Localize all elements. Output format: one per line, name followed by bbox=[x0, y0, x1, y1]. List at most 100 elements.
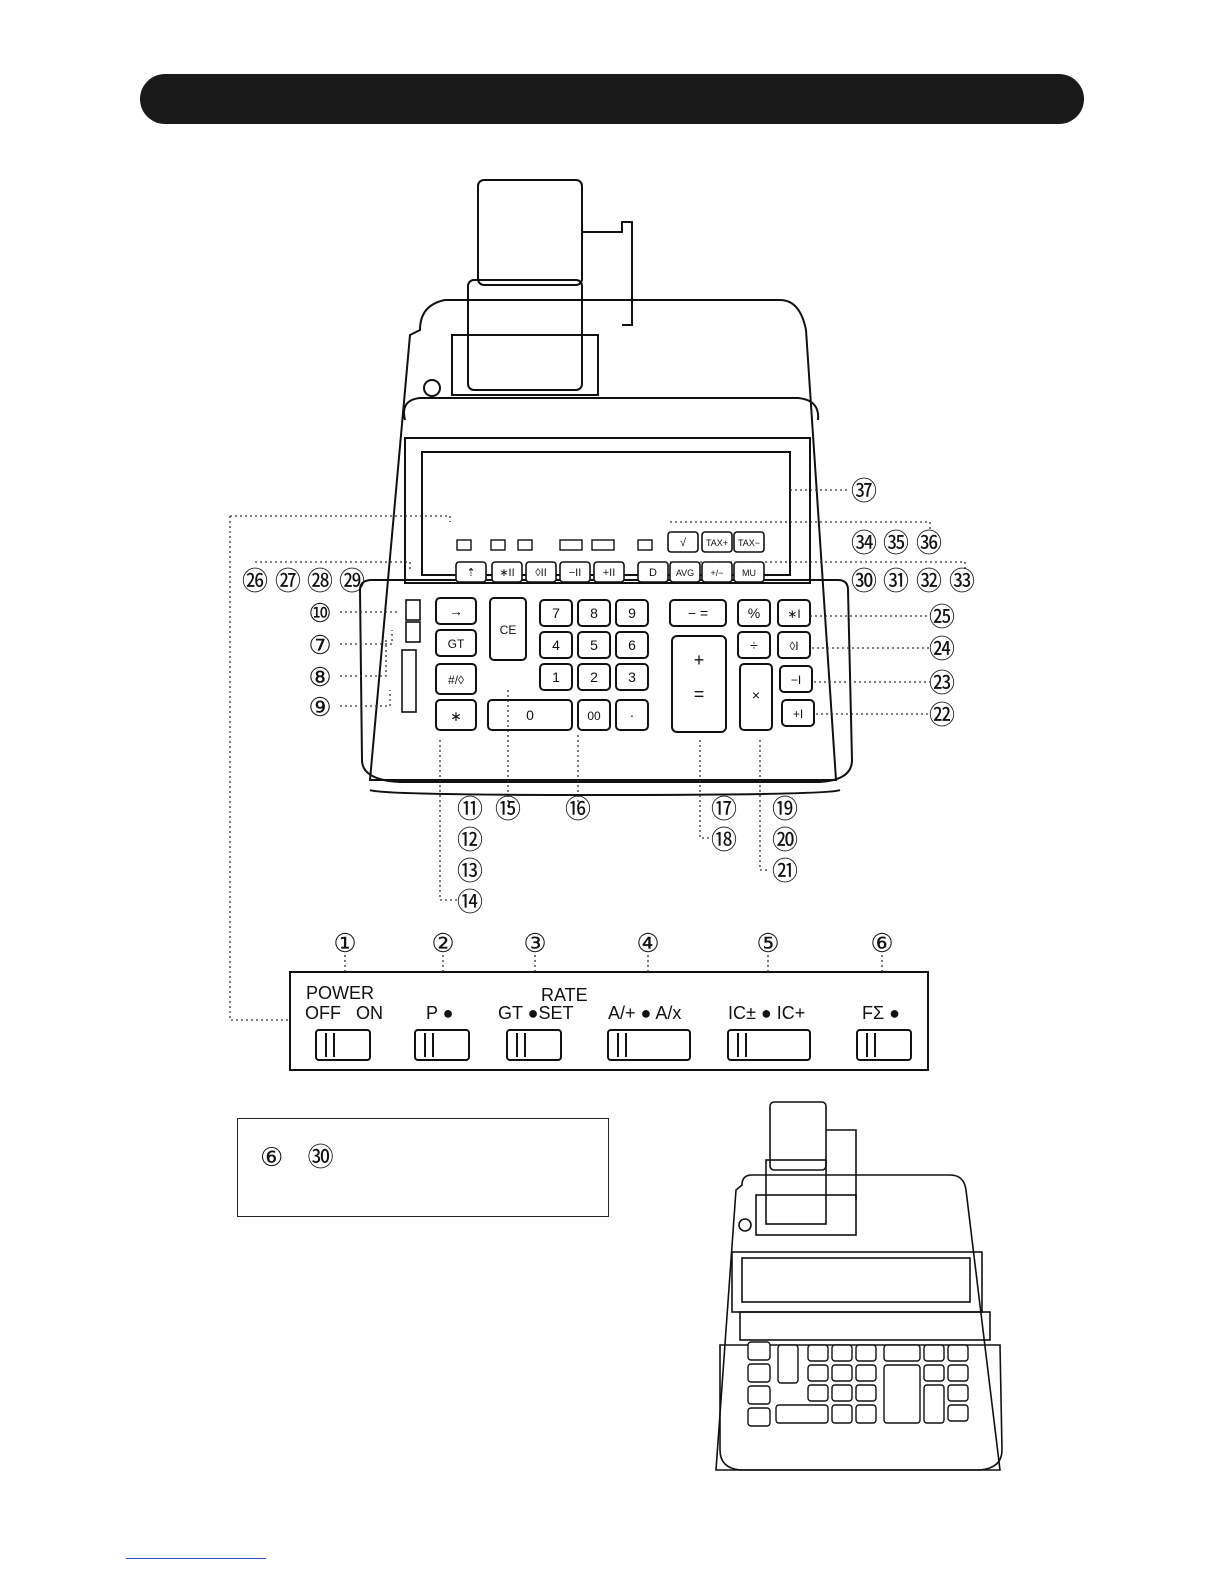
rounding-selector[interactable] bbox=[406, 600, 420, 620]
add-mode-label: A/+ ● A/x bbox=[608, 1003, 681, 1023]
key-1[interactable]: 1 bbox=[540, 664, 572, 690]
callout-3: ③ bbox=[523, 928, 546, 958]
svg-text:CE: CE bbox=[500, 623, 517, 637]
memory-plus-key[interactable]: +I bbox=[782, 700, 814, 726]
svg-text:− =: − = bbox=[688, 605, 708, 621]
key-2[interactable]: 2 bbox=[578, 664, 610, 690]
power-switch[interactable] bbox=[316, 1030, 370, 1060]
pct-hash-key[interactable]: #/◊ bbox=[436, 664, 476, 694]
svg-text:+I: +I bbox=[793, 707, 803, 721]
memory-recall-key[interactable]: ∗I bbox=[778, 600, 810, 626]
callout-14: ⑭ bbox=[457, 887, 483, 917]
svg-text:◊II: ◊II bbox=[535, 567, 547, 579]
sqrt-key[interactable]: √ bbox=[668, 532, 698, 552]
svg-text:+: + bbox=[694, 650, 705, 670]
rate-label: RATE bbox=[541, 985, 588, 1005]
svg-text:→: → bbox=[449, 603, 463, 619]
svg-text:⇡: ⇡ bbox=[466, 567, 475, 579]
callout-4: ④ bbox=[636, 928, 659, 958]
svg-text:GT: GT bbox=[448, 637, 465, 651]
svg-text:÷: ÷ bbox=[750, 637, 758, 653]
print-switch[interactable] bbox=[415, 1030, 469, 1060]
key-6[interactable]: 6 bbox=[616, 632, 648, 658]
svg-text:∗I: ∗I bbox=[787, 607, 800, 621]
roll-holder bbox=[582, 222, 632, 325]
add-mode-switch[interactable] bbox=[608, 1030, 690, 1060]
callout-34: ㉞ bbox=[851, 528, 877, 558]
divide-key[interactable]: ÷ bbox=[738, 632, 770, 658]
svg-text:1: 1 bbox=[552, 669, 560, 685]
callout-7: ⑦ bbox=[308, 630, 331, 660]
decimal-switch[interactable] bbox=[857, 1030, 911, 1060]
callout-11: ⑪ bbox=[457, 794, 483, 824]
callout-12: ⑫ bbox=[457, 825, 483, 855]
svg-text:MU: MU bbox=[742, 568, 756, 578]
callout-18: ⑱ bbox=[711, 825, 737, 855]
small-keypad bbox=[748, 1342, 968, 1426]
mu-key[interactable]: MU bbox=[734, 562, 764, 582]
callout-13: ⑬ bbox=[457, 856, 483, 886]
gt-memory-subtotal-key[interactable]: ◊II bbox=[526, 562, 556, 582]
tax-plus-key[interactable]: TAX+ bbox=[702, 532, 732, 552]
avg-key[interactable]: AVG bbox=[670, 562, 700, 582]
key-8[interactable]: 8 bbox=[578, 600, 610, 626]
svg-text:6: 6 bbox=[628, 637, 636, 653]
svg-text:%: % bbox=[748, 605, 760, 621]
callout-17: ⑰ bbox=[711, 794, 737, 824]
memory-subtotal-key[interactable]: ◊I bbox=[778, 632, 810, 658]
key-9[interactable]: 9 bbox=[616, 600, 648, 626]
callout-26: ㉖ bbox=[242, 566, 268, 596]
key-3[interactable]: 3 bbox=[616, 664, 648, 690]
svg-text:D: D bbox=[649, 567, 657, 579]
percent-key[interactable]: % bbox=[738, 600, 770, 626]
svg-text:+II: +II bbox=[603, 567, 616, 579]
key-0[interactable]: 0 bbox=[488, 700, 572, 730]
svg-text:#/◊: #/◊ bbox=[448, 673, 464, 687]
decimal-selector[interactable] bbox=[406, 622, 420, 642]
gt-memory-plus-key[interactable]: +II bbox=[594, 562, 624, 582]
key-7[interactable]: 7 bbox=[540, 600, 572, 626]
gt-set-label: GT ●SET bbox=[498, 1003, 574, 1023]
key-5[interactable]: 5 bbox=[578, 632, 610, 658]
gt-memory-minus-key[interactable]: −II bbox=[560, 562, 590, 582]
item-count-label: IC± ● IC+ bbox=[728, 1003, 805, 1023]
svg-text:3: 3 bbox=[628, 669, 636, 685]
memory-minus-key[interactable]: −I bbox=[780, 666, 812, 692]
note-references: ⑥ ㉚ bbox=[260, 1137, 342, 1174]
callout-19: ⑲ bbox=[772, 794, 798, 824]
gt-memory-recall-key[interactable]: ∗II bbox=[492, 562, 522, 582]
d-key[interactable]: D bbox=[638, 562, 668, 582]
decimal-slider[interactable] bbox=[402, 650, 416, 712]
switch-panel: POWER OFF ON P ● RATE GT ●SET A/+ ● A/x … bbox=[290, 972, 928, 1070]
svg-text:√: √ bbox=[680, 537, 687, 549]
star-key[interactable]: ∗ bbox=[436, 700, 476, 730]
arrow-key[interactable]: → bbox=[436, 598, 476, 624]
ce-key[interactable]: CE bbox=[490, 598, 526, 660]
svg-text:7: 7 bbox=[552, 605, 560, 621]
callout-32: ㉜ bbox=[916, 566, 942, 596]
svg-text:·: · bbox=[630, 707, 635, 723]
multiply-key[interactable]: × bbox=[740, 664, 772, 730]
callout-15: ⑮ bbox=[495, 794, 521, 824]
paper-feed-key[interactable]: ⇡ bbox=[456, 562, 486, 582]
release-button-icon bbox=[424, 380, 440, 396]
svg-text:∗: ∗ bbox=[450, 708, 462, 724]
item-count-switch[interactable] bbox=[728, 1030, 810, 1060]
callout-31: ㉛ bbox=[883, 566, 909, 596]
plus-minus-key[interactable]: +/− bbox=[702, 562, 732, 582]
minus-equals-key[interactable]: − = bbox=[670, 600, 726, 626]
svg-text:×: × bbox=[752, 687, 760, 703]
tax-minus-key[interactable]: TAX− bbox=[734, 532, 764, 552]
callout-25: ㉕ bbox=[929, 602, 955, 632]
svg-text:0: 0 bbox=[526, 707, 534, 723]
callout-9: ⑨ bbox=[308, 692, 331, 722]
plus-equals-key[interactable]: += bbox=[672, 636, 726, 732]
key-4[interactable]: 4 bbox=[540, 632, 572, 658]
callout-37: ㊲ bbox=[851, 476, 877, 506]
gt-rate-switch[interactable] bbox=[507, 1030, 561, 1060]
decimal-mode-label: FΣ ● bbox=[862, 1003, 900, 1023]
key-dot[interactable]: · bbox=[616, 700, 648, 730]
key-00[interactable]: 00 bbox=[578, 700, 610, 730]
gt-key[interactable]: GT bbox=[436, 630, 476, 656]
callout-29: ㉙ bbox=[339, 566, 365, 596]
